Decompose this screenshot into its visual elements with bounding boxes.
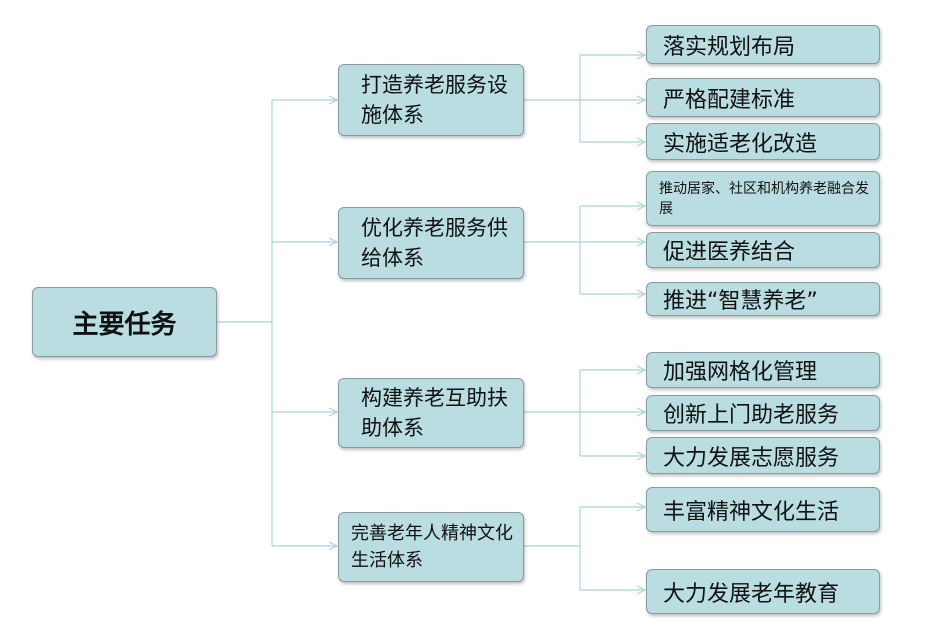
leaf-node: 创新上门助老服务 — [646, 395, 880, 431]
branch-label: 优化养老服务供给体系 — [361, 216, 508, 270]
leaf-node: 严格配建标准 — [646, 78, 880, 117]
branch-label: 打造养老服务设施体系 — [361, 73, 508, 127]
leaf-label: 大力发展志愿服务 — [663, 445, 840, 471]
branch-label: 构建养老互助扶助体系 — [361, 386, 508, 440]
leaf-label: 实施适老化改造 — [663, 131, 818, 157]
leaf-node: 推进“智慧养老” — [646, 282, 880, 316]
branch-label: 完善老年人精神文化生活体系 — [351, 523, 513, 571]
leaf-node: 大力发展志愿服务 — [646, 437, 880, 474]
leaf-node: 丰富精神文化生活 — [646, 487, 880, 532]
leaf-node: 落实规划布局 — [646, 25, 880, 64]
leaf-node: 推动居家、社区和机构养老融合发展 — [646, 171, 880, 226]
leaf-node: 加强网格化管理 — [646, 352, 880, 388]
leaf-label: 落实规划布局 — [663, 34, 796, 60]
branch-node-2: 优化养老服务供给体系 — [338, 207, 524, 279]
root-node: 主要任务 — [32, 287, 217, 357]
leaf-node: 大力发展老年教育 — [646, 569, 880, 614]
branch-node-1: 打造养老服务设施体系 — [338, 64, 524, 136]
root-label: 主要任务 — [72, 309, 177, 340]
leaf-label: 创新上门助老服务 — [663, 403, 840, 428]
leaf-label: 严格配建标准 — [663, 87, 796, 113]
leaf-label: 丰富精神文化生活 — [663, 499, 840, 525]
branch-node-4: 完善老年人精神文化生活体系 — [338, 512, 524, 582]
leaf-label: 大力发展老年教育 — [663, 581, 840, 607]
leaf-node: 促进医养结合 — [646, 232, 880, 268]
leaf-label: 推动居家、社区和机构养老融合发展 — [659, 180, 869, 217]
leaf-label: 推进“智慧养老” — [663, 289, 818, 314]
leaf-label: 加强网格化管理 — [663, 360, 818, 385]
leaf-node: 实施适老化改造 — [646, 123, 880, 160]
branch-node-3: 构建养老互助扶助体系 — [338, 378, 524, 448]
leaf-label: 促进医养结合 — [663, 240, 796, 265]
